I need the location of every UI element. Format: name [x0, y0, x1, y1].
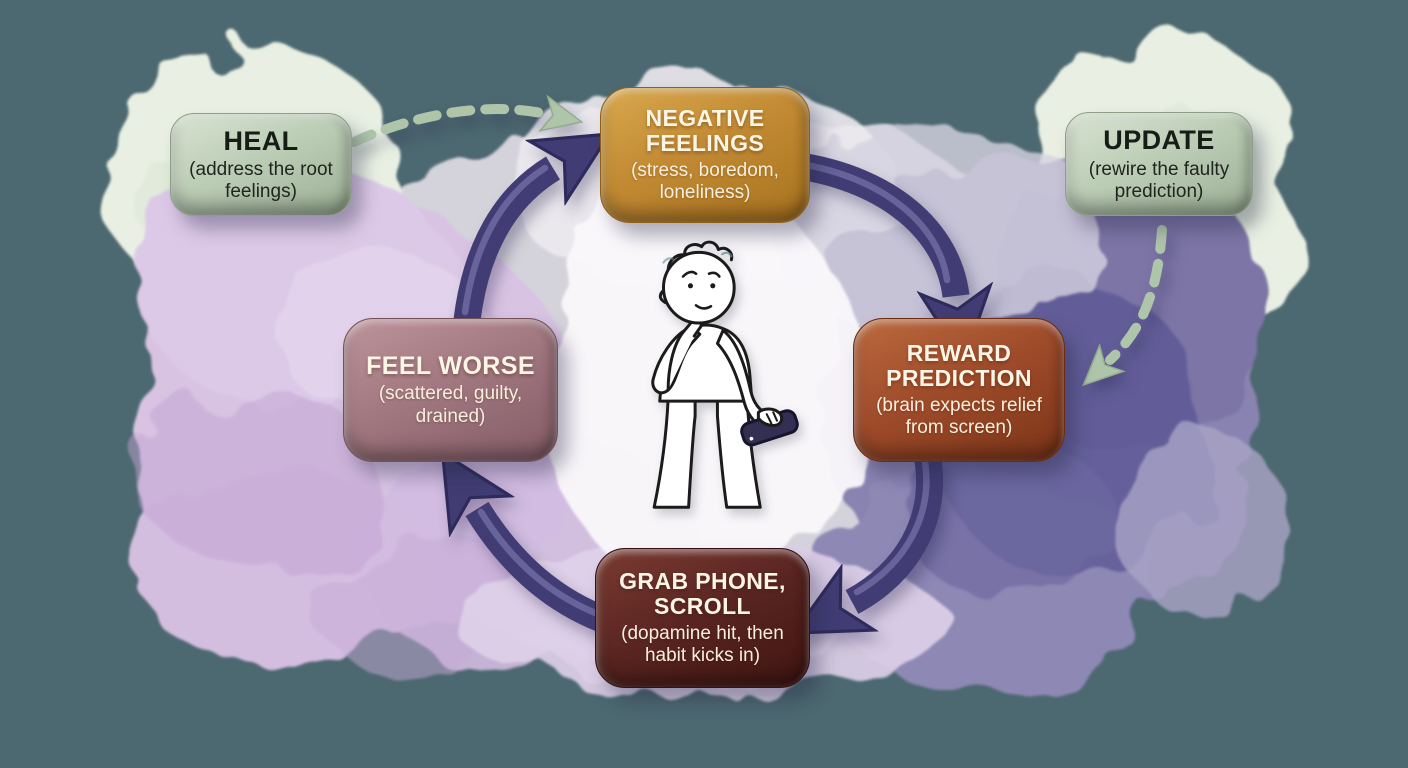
cycle-arrow-feelworse-to-negative: [453, 168, 553, 322]
node-heal: HEAL (address the root feelings): [170, 113, 352, 216]
node-title: REWARD PREDICTION: [886, 339, 1032, 392]
node-title: HEAL: [223, 125, 299, 156]
node-subtitle: (rewire the faulty prediction): [1088, 158, 1230, 202]
cycle-arrow-grab-to-feelworse: [477, 509, 615, 635]
node-grab-phone-scroll: GRAB PHONE, SCROLL (dopamine hit, then h…: [595, 548, 810, 688]
intervention-arrow-update-to-reward: [1082, 225, 1167, 387]
node-update: UPDATE (rewire the faulty prediction): [1065, 112, 1253, 216]
node-subtitle: (dopamine hit, then habit kicks in): [621, 623, 784, 667]
node-subtitle: (scattered, guilty, drained): [378, 383, 523, 427]
node-subtitle: (address the root feelings): [189, 159, 333, 203]
node-subtitle: (brain expects relief from screen): [876, 395, 1042, 439]
arrow-gloss: [797, 160, 951, 284]
node-title: FEEL WORSE: [366, 352, 535, 381]
node-title: GRAB PHONE, SCROLL: [619, 567, 786, 620]
person-legs: [715, 397, 762, 509]
node-title: NEGATIVE FEELINGS: [645, 104, 765, 157]
cycle-arrow-negative-to-reward: [797, 152, 956, 296]
arrow-gloss: [477, 508, 607, 620]
node-reward-prediction: REWARD PREDICTION (brain expects relief …: [853, 318, 1065, 462]
arrow-gloss: [461, 164, 549, 316]
person-hand: [756, 407, 784, 427]
person-thinking-holding-phone-illustration: [651, 240, 799, 509]
node-feel-worse: FEEL WORSE (scattered, guilty, drained): [343, 318, 558, 462]
node-negative-feelings: NEGATIVE FEELINGS (stress, boredom, lone…: [600, 87, 810, 223]
arrow-gloss: [853, 458, 930, 596]
node-title: UPDATE: [1103, 125, 1215, 156]
person-head: [661, 250, 736, 325]
intervention-arrow-heal-to-negative: [349, 94, 584, 147]
node-subtitle: (stress, boredom, loneliness): [631, 160, 779, 204]
person-legs: [652, 397, 697, 509]
